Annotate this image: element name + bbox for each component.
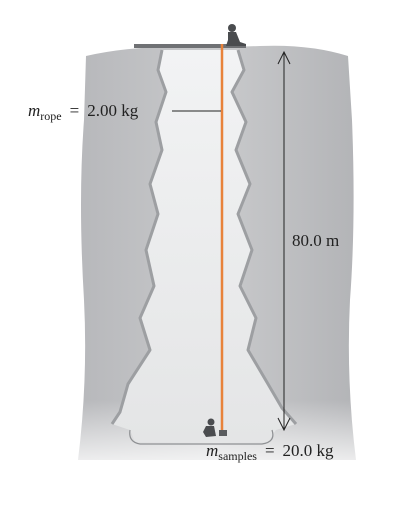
- height-label: 80.0 m: [292, 231, 339, 250]
- samples-mass-label: msamples = 20.0 kg: [206, 441, 334, 463]
- shaft-floor: [129, 429, 274, 445]
- rope-mass-value: 2.00 kg: [87, 101, 139, 120]
- samples-mass-equals: =: [265, 441, 275, 460]
- samples-mass-value: 20.0 kg: [283, 441, 335, 460]
- worker-bottom-icon: [203, 418, 216, 437]
- ground-surface: [134, 44, 246, 48]
- rope-mass-label: mrope = 2.00 kg: [28, 101, 139, 123]
- samples-mass-symbol: m: [206, 441, 218, 460]
- worker-top-icon: [226, 24, 246, 46]
- samples-box: [219, 430, 227, 436]
- rope-mass-symbol: m: [28, 101, 40, 120]
- mine-shaft: [112, 50, 296, 442]
- samples-mass-subscript: samples: [218, 449, 257, 463]
- shaft-right-wall: [230, 49, 298, 425]
- rope-mass-equals: =: [70, 101, 80, 120]
- shaft-left-wall: [110, 49, 168, 425]
- rope-mass-subscript: rope: [40, 109, 61, 123]
- height-dimension-arrow: [277, 50, 291, 432]
